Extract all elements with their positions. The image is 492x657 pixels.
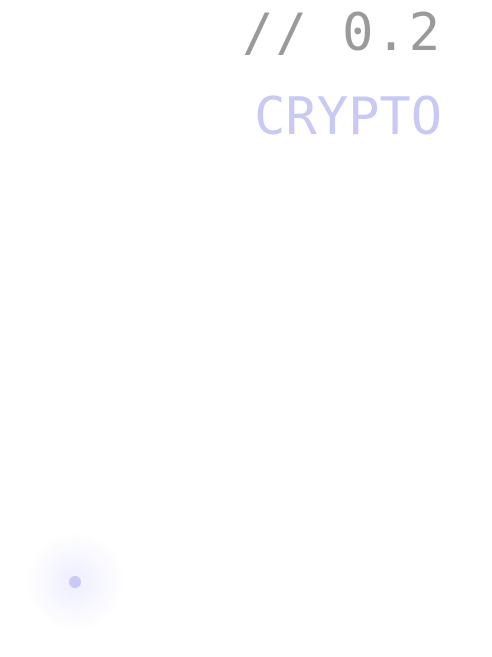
section-title: CRYPTO [254, 87, 442, 147]
indicator-dot [69, 576, 81, 588]
section-number: // 0.2 [242, 3, 442, 63]
